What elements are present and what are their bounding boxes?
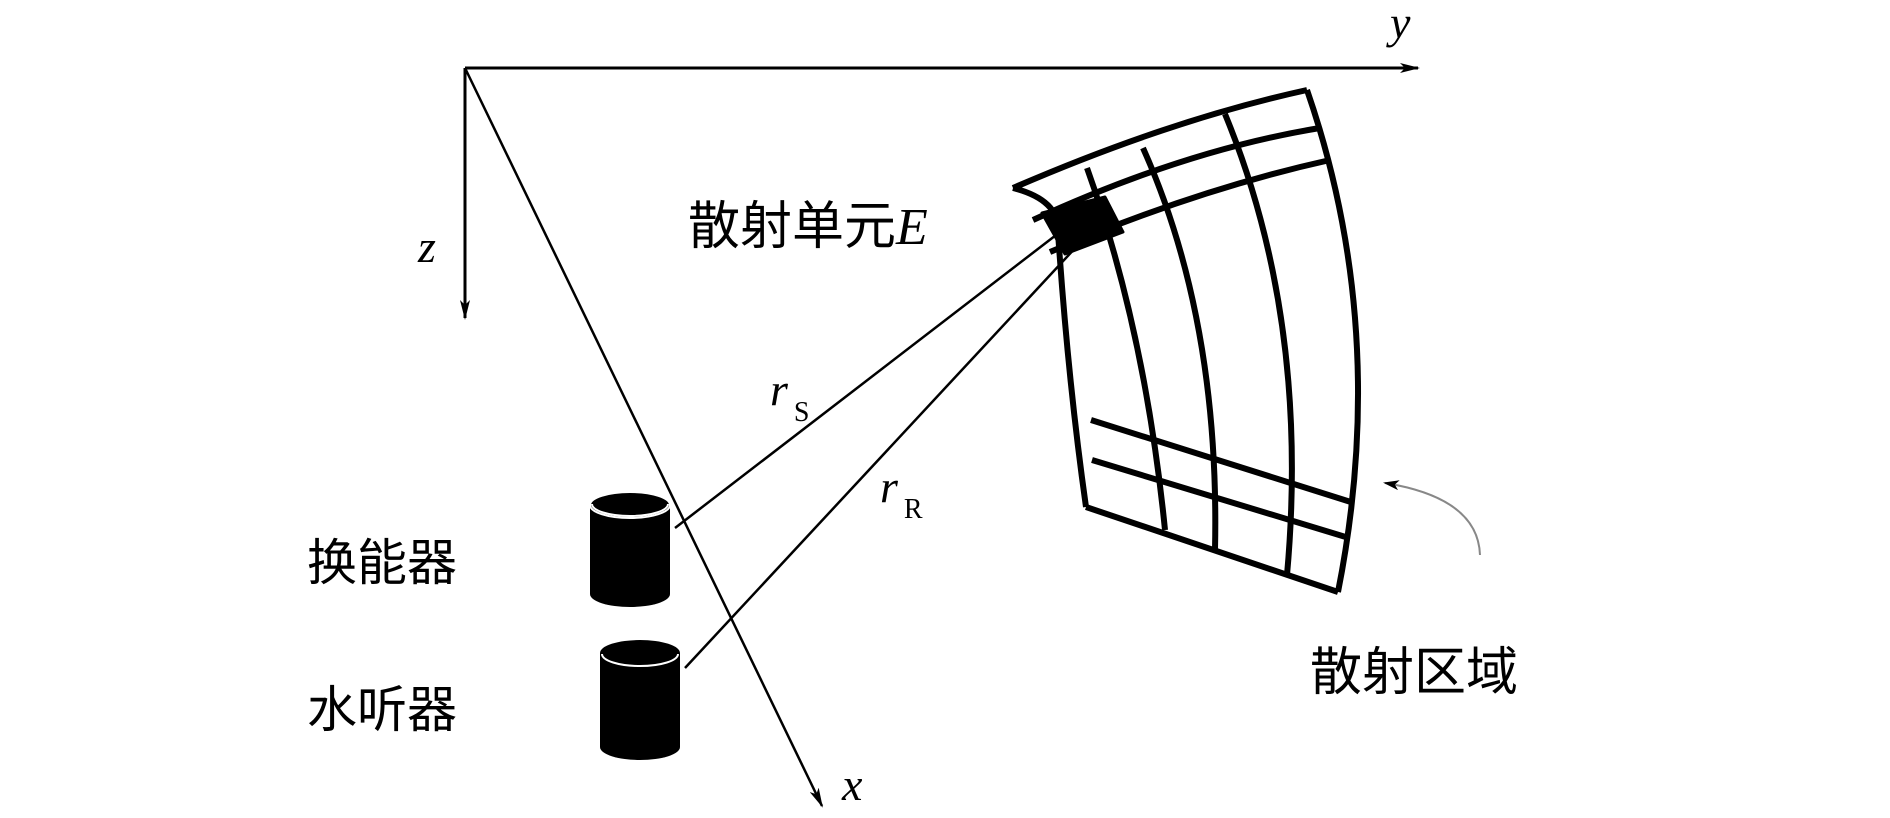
grid-line-v3	[1222, 112, 1295, 576]
grid-right-edge	[1304, 89, 1362, 593]
coordinate-axes: y z x	[417, 0, 1420, 810]
y-axis-label: y	[1386, 0, 1411, 48]
grid-line-h3	[1090, 417, 1355, 506]
transducer-label: 换能器	[307, 534, 457, 592]
scatter-unit-label: 散射单元E	[688, 197, 928, 257]
grid-line-v2	[1140, 146, 1219, 551]
r-receiver-symbol: r	[880, 461, 899, 512]
scatter-region-pointer-arrow	[1383, 480, 1481, 556]
scatter-unit-text: 散射单元	[688, 197, 896, 257]
grid-line-h2	[1048, 157, 1331, 255]
transducer-cylinder	[589, 491, 671, 607]
grid-left-edge	[1012, 185, 1089, 508]
grid-line-h4	[1091, 457, 1350, 541]
r-source-symbol: r	[770, 364, 789, 415]
r-receiver-subscript: R	[904, 494, 923, 525]
z-axis-label: z	[417, 221, 436, 272]
hydrophone-cylinder	[600, 640, 680, 760]
r-source-subscript: S	[794, 397, 810, 428]
grid-line-h1	[1031, 125, 1321, 223]
x-axis	[463, 67, 824, 808]
path-r-source	[674, 231, 1061, 529]
scatter-unit-symbol: E	[895, 199, 928, 256]
hydrophone-label: 水听器	[307, 681, 457, 739]
x-axis-label: x	[841, 759, 863, 810]
scatter-region-label: 散射区域	[1310, 643, 1518, 703]
scatter-region-grid	[1011, 87, 1362, 595]
grid-bottom-edge	[1085, 504, 1339, 595]
path-r-receiver	[684, 244, 1079, 669]
grid-top-edge	[1011, 87, 1308, 191]
